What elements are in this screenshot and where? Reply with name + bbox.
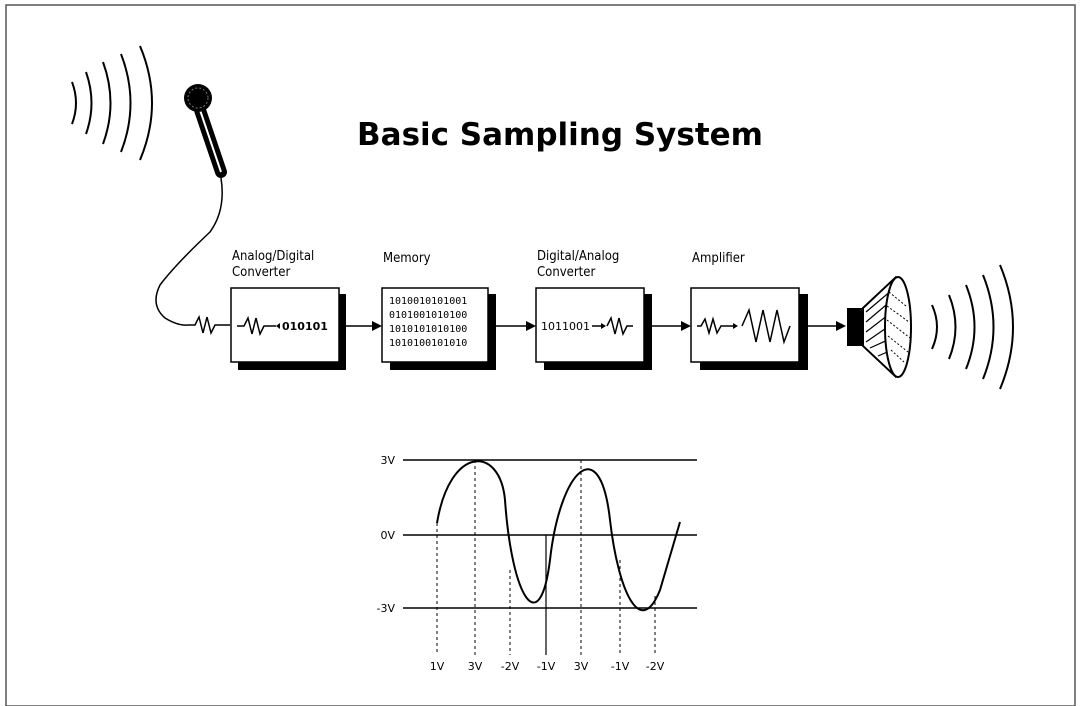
adc-label-line2: Converter bbox=[232, 265, 290, 280]
adc-block: 010101 bbox=[230, 287, 340, 363]
frame-border bbox=[5, 4, 1076, 706]
dac-label-line1: Digital/Analog bbox=[537, 249, 619, 264]
adc-label-line1: Analog/Digital bbox=[232, 249, 314, 264]
sample-label: -2V bbox=[646, 660, 665, 673]
memory-bits-row: 1010010101001 bbox=[389, 296, 467, 307]
dac-digital-input: 1011001 bbox=[541, 320, 590, 333]
sample-lines bbox=[436, 460, 656, 655]
amplifier-block bbox=[690, 287, 800, 363]
memory-bits-row: 1010101010100 bbox=[389, 324, 467, 335]
y-label-minus-3v: -3V bbox=[377, 602, 396, 615]
sample-label: -1V bbox=[611, 660, 630, 673]
dac-block: 1011001 bbox=[535, 287, 645, 363]
memory-block: 1010010101001 0101001010100 101010101010… bbox=[381, 287, 489, 363]
waveform-graph: 3V 0V -3V 1V 3V -2V -1V 3V -1V -2V bbox=[377, 454, 697, 673]
analog-input-signal bbox=[188, 314, 230, 336]
microphone-icon bbox=[155, 84, 227, 326]
sound-waves-right-icon bbox=[931, 264, 1014, 390]
sound-waves-left-icon bbox=[71, 45, 153, 161]
adc-digital-output: 010101 bbox=[282, 320, 328, 333]
sine-waveform bbox=[436, 460, 681, 612]
sample-label: 1V bbox=[430, 660, 445, 673]
speaker-icon bbox=[847, 275, 912, 379]
amplifier-label: Amplifier bbox=[692, 251, 745, 266]
memory-label: Memory bbox=[383, 251, 431, 266]
arrow-heads bbox=[372, 321, 846, 331]
y-label-0v: 0V bbox=[380, 529, 395, 542]
sample-label: 3V bbox=[574, 660, 589, 673]
sample-label: 3V bbox=[468, 660, 483, 673]
sample-label: -2V bbox=[501, 660, 520, 673]
sample-label: -1V bbox=[537, 660, 556, 673]
memory-bits-row: 0101001010100 bbox=[389, 310, 467, 321]
memory-bits-row: 1010100101010 bbox=[389, 338, 467, 349]
y-label-3v: 3V bbox=[380, 454, 395, 467]
diagram-title: Basic Sampling System bbox=[357, 117, 763, 153]
dac-label-line2: Converter bbox=[537, 265, 595, 280]
